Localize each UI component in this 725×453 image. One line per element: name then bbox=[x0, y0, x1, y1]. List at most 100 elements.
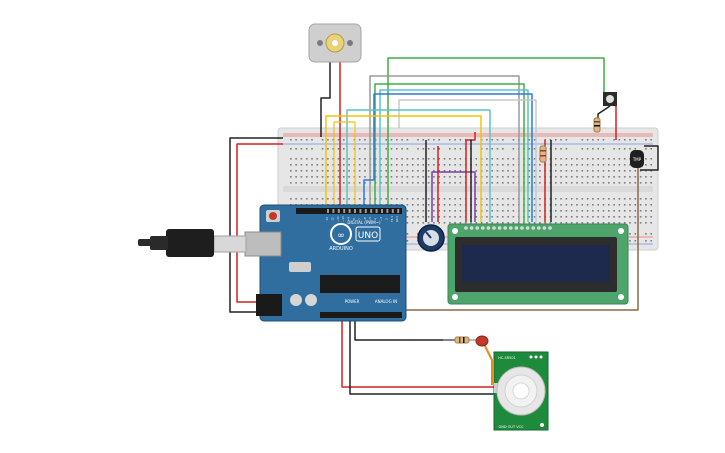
breadboard-hole bbox=[639, 170, 642, 172]
lcd-pins bbox=[464, 226, 552, 230]
breadboard-hole bbox=[592, 204, 594, 206]
digital-pin-label: RX 0 bbox=[395, 216, 399, 222]
digital-pins-label: DIGITAL (PWM~) bbox=[347, 220, 381, 225]
breadboard-hole bbox=[380, 164, 382, 166]
digital-pin bbox=[391, 209, 394, 213]
breadboard-hole bbox=[650, 204, 652, 206]
breadboard-hole bbox=[417, 170, 419, 172]
breadboard-hole bbox=[290, 139, 292, 141]
breadboard-hole bbox=[597, 158, 599, 160]
breadboard-hole bbox=[507, 158, 509, 160]
breadboard-hole bbox=[512, 198, 515, 200]
breadboard-hole bbox=[327, 148, 329, 150]
breadboard-hole bbox=[321, 182, 324, 184]
breadboard-hole bbox=[438, 182, 440, 184]
breadboard-hole bbox=[634, 148, 637, 150]
breadboard-hole bbox=[634, 210, 637, 212]
breadboard-hole bbox=[316, 182, 319, 184]
breadboard-hole bbox=[528, 158, 531, 160]
breadboard-hole bbox=[438, 222, 440, 224]
breadboard-hole bbox=[629, 170, 631, 172]
breadboard-hole bbox=[364, 198, 366, 200]
pushbutton-icon[interactable] bbox=[603, 92, 617, 106]
arduino-uno-board[interactable]: ∞ UNO ARDUINO DIGITAL (PWM~) POWER ANALO… bbox=[244, 204, 407, 322]
breadboard-hole bbox=[634, 176, 637, 178]
breadboard-hole bbox=[438, 170, 440, 172]
digital-pin-label: 4 bbox=[374, 218, 378, 220]
breadboard-hole bbox=[613, 216, 615, 218]
breadboard-hole bbox=[629, 222, 631, 224]
power-pins-label: POWER bbox=[345, 299, 360, 304]
breadboard-hole bbox=[290, 198, 292, 200]
breadboard-hole bbox=[602, 139, 605, 141]
breadboard-hole bbox=[608, 222, 610, 224]
breadboard-hole bbox=[327, 158, 329, 160]
breadboard-hole bbox=[650, 198, 652, 200]
breadboard-hole bbox=[459, 139, 462, 141]
breadboard-hole bbox=[618, 210, 621, 212]
breadboard-hole bbox=[629, 216, 631, 218]
breadboard-hole bbox=[634, 240, 637, 242]
breadboard-hole bbox=[592, 176, 594, 178]
breadboard-hole bbox=[417, 210, 419, 212]
breadboard-hole bbox=[385, 176, 387, 178]
breadboard-hole bbox=[629, 148, 631, 150]
lcd-pin bbox=[509, 226, 513, 230]
breadboard-hole bbox=[639, 216, 642, 218]
breadboard-hole bbox=[332, 148, 334, 150]
atmega-chip bbox=[320, 275, 400, 293]
breadboard-hole bbox=[438, 148, 440, 150]
breadboard-hole bbox=[634, 204, 637, 206]
breadboard-hole bbox=[358, 170, 361, 172]
breadboard-hole bbox=[496, 158, 499, 160]
breadboard-hole bbox=[443, 182, 446, 184]
breadboard-hole bbox=[650, 182, 652, 184]
breadboard-hole bbox=[491, 170, 493, 172]
breadboard-hole bbox=[597, 182, 599, 184]
breadboard-hole bbox=[533, 216, 536, 218]
breadboard-hole bbox=[417, 204, 419, 206]
breadboard-hole bbox=[623, 222, 626, 224]
breadboard-hole bbox=[475, 182, 478, 184]
breadboard-hole bbox=[639, 198, 642, 200]
breadboard-hole bbox=[618, 148, 621, 150]
breadboard-hole bbox=[645, 210, 647, 212]
breadboard-hole bbox=[613, 170, 615, 172]
breadboard-hole bbox=[406, 139, 409, 141]
breadboard-hole bbox=[581, 164, 584, 166]
breadboard-hole bbox=[305, 176, 308, 178]
breadboard-hole bbox=[491, 158, 493, 160]
breadboard-hole bbox=[645, 222, 647, 224]
breadboard-hole bbox=[358, 182, 361, 184]
breadboard-hole bbox=[305, 164, 308, 166]
breadboard-hole bbox=[608, 210, 610, 212]
wire-brown-tmp bbox=[402, 168, 639, 311]
breadboard-hole bbox=[613, 204, 615, 206]
potentiometer-icon[interactable] bbox=[417, 224, 445, 252]
breadboard-hole bbox=[396, 158, 398, 160]
breadboard-hole bbox=[433, 148, 435, 150]
breadboard-hole bbox=[295, 198, 297, 200]
breadboard-hole bbox=[433, 204, 435, 206]
breadboard-hole bbox=[390, 158, 393, 160]
breadboard-hole bbox=[300, 176, 303, 178]
breadboard-hole bbox=[433, 182, 435, 184]
digital-pin bbox=[375, 209, 378, 213]
breadboard-hole bbox=[502, 222, 504, 224]
breadboard-hole bbox=[639, 204, 642, 206]
breadboard-hole bbox=[390, 182, 393, 184]
breadboard-hole bbox=[417, 139, 419, 141]
breadboard-hole bbox=[401, 148, 403, 150]
breadboard-hole bbox=[459, 210, 462, 212]
breadboard-hole bbox=[422, 204, 425, 206]
breadboard-hole bbox=[565, 176, 568, 178]
breadboard-hole bbox=[449, 204, 451, 206]
breadboard-hole bbox=[311, 176, 313, 178]
breadboard-hole bbox=[597, 222, 599, 224]
breadboard-hole bbox=[305, 182, 308, 184]
reset-button[interactable] bbox=[269, 212, 277, 220]
breadboard-hole bbox=[602, 216, 605, 218]
breadboard-hole bbox=[581, 170, 584, 172]
breadboard-hole bbox=[300, 139, 303, 141]
breadboard-hole bbox=[528, 182, 531, 184]
